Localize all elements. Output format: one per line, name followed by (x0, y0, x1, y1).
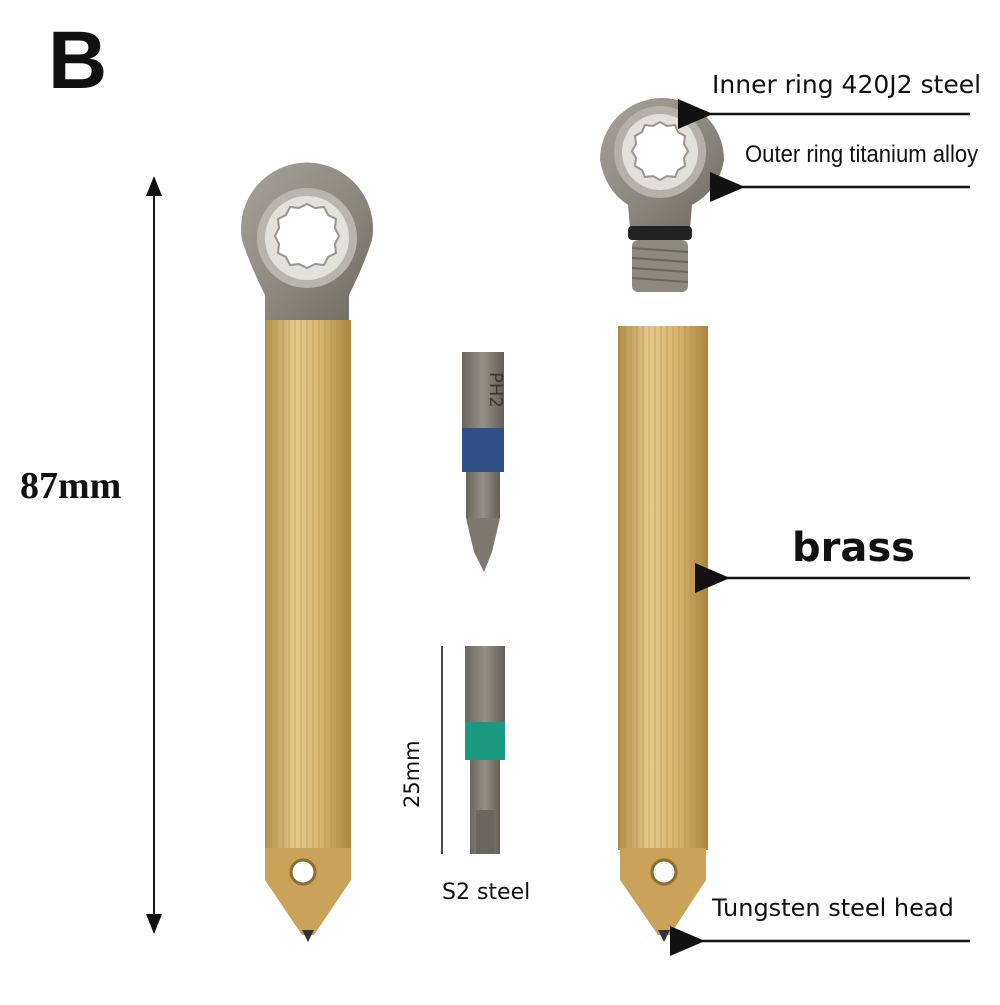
tool-tip (620, 848, 706, 935)
disassembled-tool (600, 98, 724, 942)
total-length-label: 87mm (20, 465, 122, 507)
slotted-bit (465, 646, 505, 854)
separate-ring-head (600, 98, 724, 292)
bit-color-band (462, 428, 504, 472)
brass-label: brass (792, 525, 915, 571)
bit-color-band (465, 722, 505, 760)
phillips-bit: PH2 (462, 352, 506, 572)
o-ring (628, 226, 692, 240)
ratchet-ring-head (241, 162, 373, 322)
inner-ring-label: Inner ring 420J2 steel (712, 70, 982, 99)
s2-steel-label: S2 steel (442, 880, 531, 905)
tungsten-head-label: Tungsten steel head (712, 894, 954, 922)
callout-arrows (670, 99, 970, 956)
lanyard-hole (650, 858, 678, 886)
panel-letter: B (48, 15, 108, 106)
bit-marking: PH2 (485, 372, 506, 408)
bit-length-label: 25mm (400, 740, 424, 808)
outer-ring-label: Outer ring titanium alloy (745, 141, 979, 168)
dimension-87mm (146, 176, 162, 934)
lanyard-hole (289, 858, 317, 886)
tool-tip (265, 848, 351, 935)
assembled-tool (241, 162, 373, 942)
